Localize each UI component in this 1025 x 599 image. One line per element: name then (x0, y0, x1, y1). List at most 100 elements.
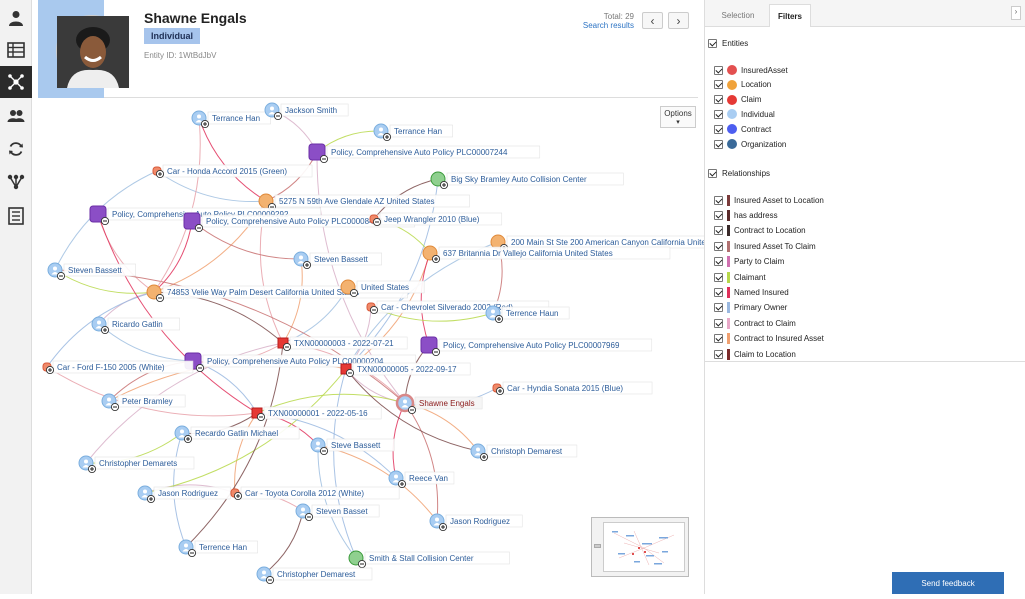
entity-filter-checkbox[interactable] (714, 65, 723, 75)
hierarchy-icon[interactable] (0, 166, 32, 198)
node-car-ford[interactable]: Car - Ford F-150 2005 (White) (42, 360, 194, 375)
relationship-filter-checkbox[interactable] (714, 318, 723, 328)
relationship-filter-item[interactable]: Contract to Location (714, 225, 806, 237)
graph-edge[interactable] (46, 366, 258, 417)
node-shawne-engals[interactable]: Shawne Engals (395, 393, 483, 415)
node-terrance-han-1[interactable]: Terrance Han (191, 110, 271, 129)
policy-node-icon[interactable] (89, 205, 107, 223)
graph-edge[interactable] (97, 213, 155, 293)
node-steven-bassett-2[interactable]: Steven Bassett (293, 251, 382, 270)
relationship-filter-item[interactable]: Party to Claim (714, 256, 784, 268)
relationship-filter-item[interactable]: Claimant (714, 271, 766, 283)
graph-edge[interactable] (263, 510, 304, 575)
relationships-section-header[interactable]: Relationships (708, 169, 770, 178)
send-feedback-button[interactable]: Send feedback (892, 572, 1004, 594)
entity-filter-individual[interactable]: Individual (714, 108, 775, 120)
node-637-britannia[interactable]: 637 Britannia Dr Vallejo California Unit… (422, 245, 671, 264)
node-christoph-demarest[interactable]: Christoph Demarest (470, 443, 578, 462)
relationship-filter-checkbox[interactable] (714, 349, 723, 359)
relationship-filter-checkbox[interactable] (714, 257, 723, 267)
entities-checkbox[interactable] (708, 39, 717, 48)
graph-edge[interactable] (153, 117, 201, 293)
graph-icon[interactable] (0, 66, 32, 98)
node-txn-0005[interactable]: TXN00000005 - 2022-09-17 (340, 362, 471, 378)
node-steven-bassett-1[interactable]: Steven Bassett (47, 262, 136, 281)
node-car-hyundai[interactable]: Car - Hyndia Sonata 2015 (Blue) (492, 381, 653, 396)
tab-filters[interactable]: Filters (769, 4, 811, 27)
node-jackson-smith[interactable]: Jackson Smith (264, 102, 349, 121)
node-jason-rodriguez-2[interactable]: Jason Rodriguez (429, 513, 523, 532)
graph-edge[interactable] (185, 342, 284, 548)
graph-edge[interactable] (234, 412, 258, 494)
relationships-checkbox[interactable] (708, 169, 717, 178)
graph-edge[interactable] (256, 393, 406, 414)
entity-filter-checkbox[interactable] (714, 80, 723, 90)
graph-edge[interactable] (345, 368, 479, 452)
entity-filter-checkbox[interactable] (714, 139, 723, 149)
graph-edge[interactable] (156, 170, 267, 203)
node-smith-stall[interactable]: Smith & Stall Collision Center (348, 550, 510, 569)
minimap[interactable] (591, 517, 689, 577)
node-christopher-demarets[interactable]: Christopher Demarets (78, 455, 195, 474)
node-policy-7244[interactable]: Policy, Comprehensive Auto Policy PLC000… (308, 143, 541, 164)
relationship-filter-item[interactable]: Insured Asset To Claim (714, 240, 816, 252)
node-steven-bassett-3[interactable]: Steven Basset (295, 503, 380, 522)
entity-filter-insuredasset[interactable]: InsuredAsset (714, 64, 788, 76)
graph-edge[interactable] (333, 368, 357, 559)
relationship-filter-checkbox[interactable] (714, 303, 723, 313)
node-terrence-haun[interactable]: Terrence Haun (485, 305, 570, 324)
minimap-viewport[interactable] (603, 522, 685, 572)
entity-filter-contract[interactable]: Contract (714, 123, 771, 135)
entity-filter-checkbox[interactable] (714, 109, 723, 119)
relationship-filter-item[interactable]: Contract to Claim (714, 317, 796, 329)
graph-edge[interactable] (144, 368, 347, 494)
relationship-filter-item[interactable]: Contract to Insured Asset (714, 333, 824, 345)
node-ricardo-gatlin[interactable]: Ricardo Gatlin (91, 316, 180, 335)
policy-node-icon[interactable] (420, 336, 438, 354)
graph-edge[interactable] (85, 342, 284, 464)
relationship-filter-item[interactable]: has address (714, 209, 778, 221)
report-icon[interactable] (0, 200, 32, 232)
claim-node-icon[interactable] (340, 363, 352, 375)
node-terrence-han[interactable]: Terrence Han (178, 539, 258, 558)
claim-node-icon[interactable] (251, 407, 263, 419)
relationship-filter-item[interactable]: Primary Owner (714, 302, 787, 314)
graph-edge[interactable] (153, 291, 284, 344)
entities-section-header[interactable]: Entities (708, 39, 748, 48)
tab-selection[interactable]: Selection (721, 11, 755, 20)
relationship-filter-checkbox[interactable] (714, 272, 723, 282)
node-big-sky[interactable]: Big Sky Bramley Auto Collision Center (430, 171, 624, 190)
entity-filter-location[interactable]: Location (714, 79, 771, 91)
relationship-filter-checkbox[interactable] (714, 226, 723, 236)
node-united-states[interactable]: United States (340, 279, 425, 298)
minimap-zoom-slider[interactable] (594, 544, 601, 548)
relationship-filter-checkbox[interactable] (714, 334, 723, 344)
graph-edge[interactable] (420, 252, 431, 346)
search-results-link[interactable]: Search results (582, 21, 634, 30)
relationship-filter-item[interactable]: Claim to Location (714, 348, 796, 360)
refresh-icon[interactable] (0, 133, 32, 165)
relationship-filter-checkbox[interactable] (714, 210, 723, 220)
policy-node-icon[interactable] (308, 143, 326, 161)
node-terrance-han-2[interactable]: Terrance Han (373, 123, 453, 142)
graph-edge[interactable] (392, 402, 406, 479)
options-button[interactable]: Options ▾ (660, 106, 696, 128)
node-txn-0003[interactable]: TXN00000003 - 2022-07-21 (277, 336, 408, 352)
node-car-toyota[interactable]: Car - Toyota Corolla 2012 (White) (230, 486, 400, 501)
entity-filter-checkbox[interactable] (714, 95, 723, 105)
entity-filter-organization[interactable]: Organization (714, 138, 786, 150)
people-icon[interactable] (0, 100, 32, 132)
policy-node-icon[interactable] (183, 212, 201, 230)
next-arrow-button[interactable]: › (668, 12, 689, 29)
entity-filter-claim[interactable]: Claim (714, 94, 761, 106)
node-car-honda[interactable]: Car - Honda Accord 2015 (Green) (152, 164, 313, 179)
node-ricardo-gatlin-michael[interactable]: Recardo Gatlin Michael (174, 425, 300, 444)
previous-arrow-button[interactable]: ‹ (642, 12, 663, 29)
graph-edge[interactable] (404, 402, 439, 522)
graph-edge[interactable] (317, 444, 357, 559)
relationship-filter-item[interactable]: Named Insured (714, 286, 789, 298)
relationship-filter-item[interactable]: Insured Asset to Location (714, 194, 824, 206)
node-txn-0001[interactable]: TXN00000001 - 2022-05-16 (251, 406, 382, 422)
node-jason-rodriguez-1[interactable]: Jason Rodriguez (137, 485, 231, 504)
